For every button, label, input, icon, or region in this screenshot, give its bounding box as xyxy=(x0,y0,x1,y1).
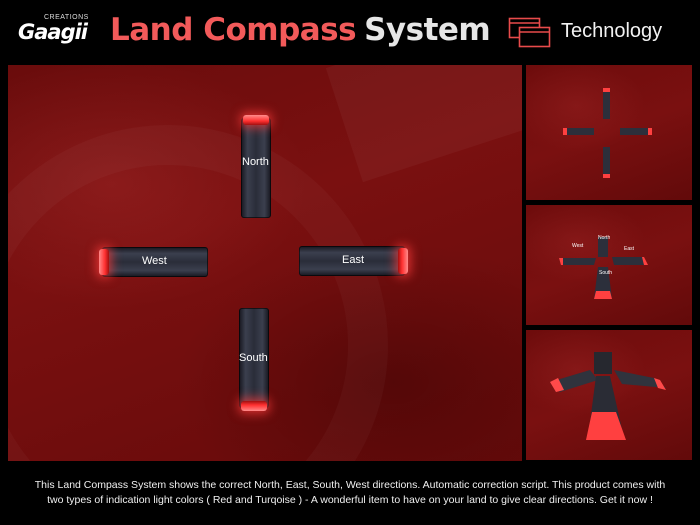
west-label: West xyxy=(142,255,167,267)
description-line-2: two types of indication light colors ( R… xyxy=(47,494,653,506)
north-light xyxy=(243,115,269,125)
angled-view-image: North West East South xyxy=(559,235,648,299)
thumbnail-top-view[interactable] xyxy=(526,65,692,200)
thumb-south-label: South xyxy=(599,270,612,276)
top-view-image xyxy=(563,88,652,178)
product-description: This Land Compass System shows the corre… xyxy=(0,478,700,508)
main-product-view: North West East South xyxy=(8,65,522,461)
south-label: South xyxy=(239,352,268,364)
thumb-east-label: East xyxy=(624,246,635,252)
title-secondary: System xyxy=(364,12,491,48)
title-primary: Land Compass xyxy=(110,12,357,48)
description-line-1: This Land Compass System shows the corre… xyxy=(34,479,666,491)
west-marker: West xyxy=(99,247,208,277)
logo-subtext: CREATIONS xyxy=(44,14,89,21)
thumbnail-close-up-view[interactable] xyxy=(526,330,692,460)
gaagii-logo[interactable]: CREATIONS Gaagii xyxy=(18,14,93,48)
east-light xyxy=(398,248,408,274)
windows-icon xyxy=(508,17,551,48)
south-marker: South xyxy=(239,308,269,411)
close-up-view-image xyxy=(550,352,666,440)
logo-text: Gaagii xyxy=(18,20,88,44)
thumbnail-angled-view[interactable]: North West East South xyxy=(526,205,692,325)
south-light xyxy=(241,401,267,411)
north-marker: North xyxy=(241,115,271,218)
category-label[interactable]: Technology xyxy=(561,20,663,42)
east-marker: East xyxy=(299,246,408,276)
north-label: North xyxy=(242,156,269,168)
west-light xyxy=(99,249,109,275)
thumb-west-label: West xyxy=(572,243,584,249)
east-label: East xyxy=(342,254,365,266)
thumb-north-label: North xyxy=(598,235,610,241)
